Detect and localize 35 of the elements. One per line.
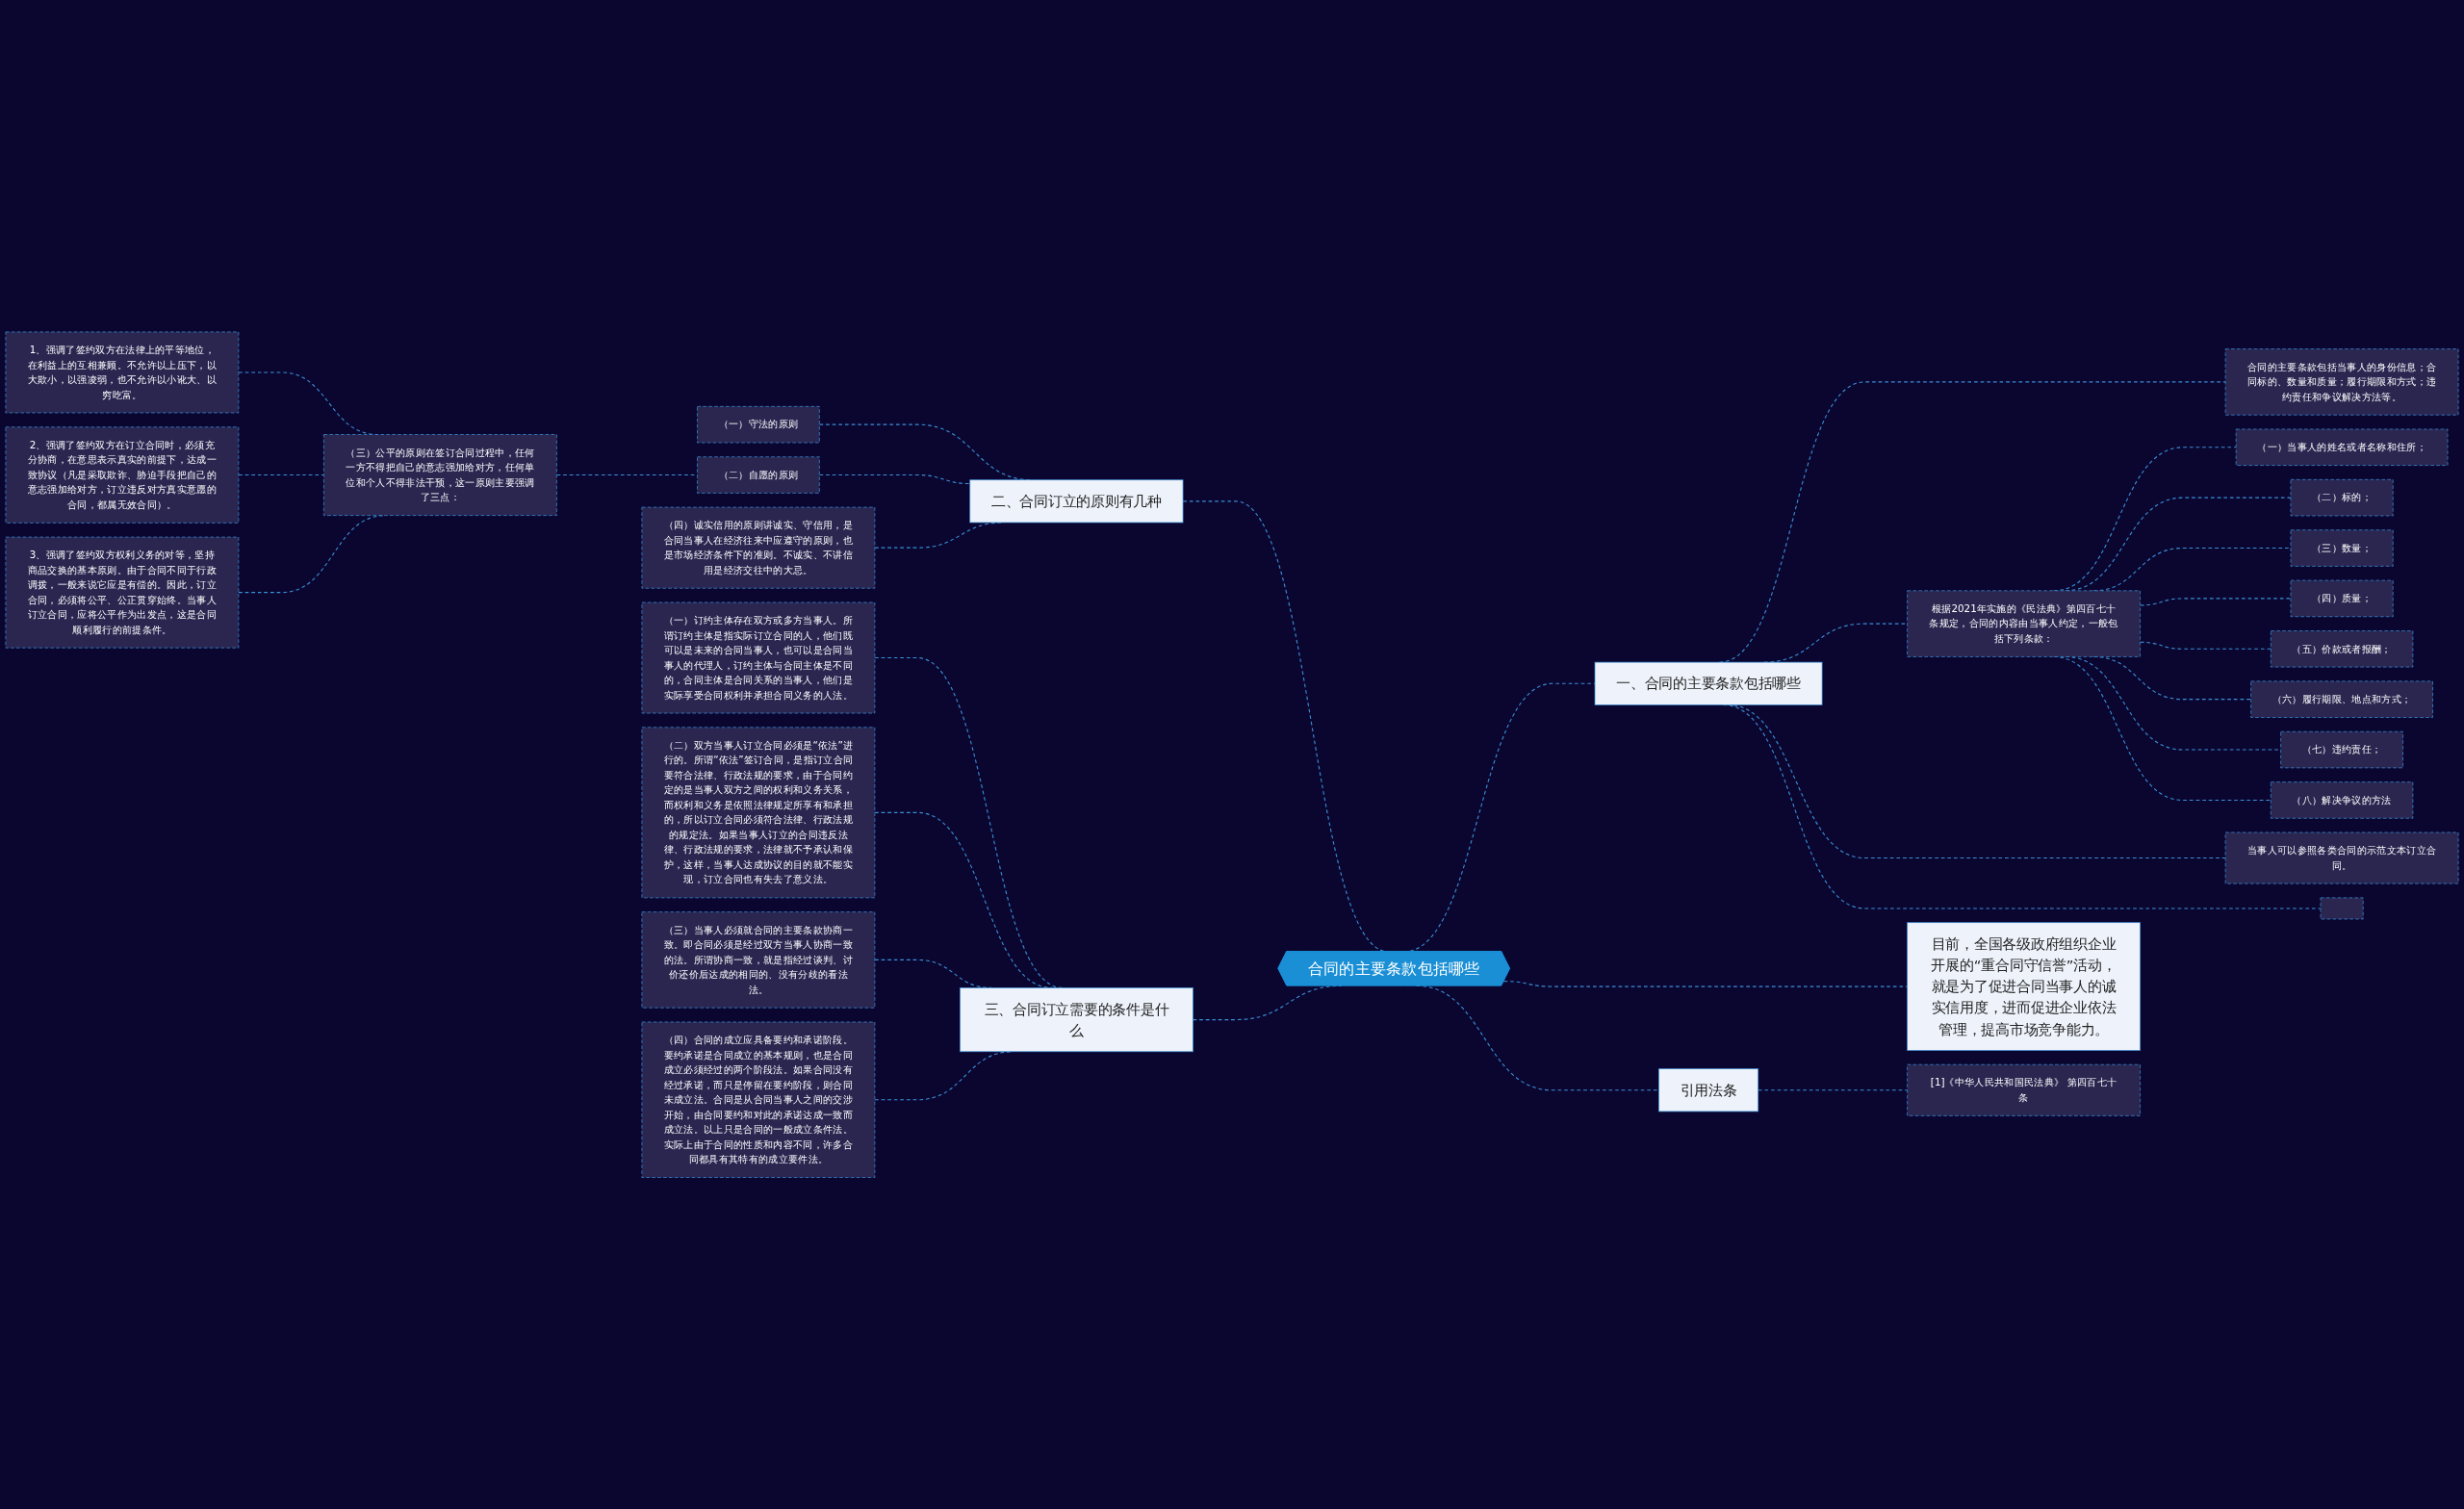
node-box: （三）公平的原则在签订合同过程中，任何一方不得把自己的意志强加给对方，任何单位和个人不得非法干预，这一原则主要强调了三点： [323, 433, 557, 516]
node-box: （一）守法的原则 [697, 405, 820, 444]
node-box: 目前，全国各级政府组织企业开展的“重合同守信誉”活动，就是为了促进合同当事人的诚实信用度，进而促进企业依法管理，提高市场竞争能力。 [1907, 922, 2141, 1051]
node-box: （二）标的； [2290, 478, 2394, 517]
node-box: （三）当事人必须就合同的主要条款协商一致。即合同必须是经过双方当事人协商一致的法。所谓协商一致，就是指经过谈判、讨价还价后达成的相同的、没有分歧的看法法。 [641, 911, 876, 1009]
node-box: （三）数量； [2290, 529, 2394, 567]
connector [555, 473, 698, 475]
node-box: （四）质量； [2290, 579, 2394, 617]
node-box: 一、合同的主要条款包括哪些 [1594, 661, 1823, 705]
node-box: 3、强调了签约双方权利义务的对等，坚持商品交换的基本原则。由于合同不同于行政调拨，一般来说它应是有偿的。因此，订立合同，必须将公平、公正贯穿始终。当事人订立合同，应将公平作为出发点，这是合同顺利履行的前提条件。 [5, 536, 240, 649]
node-box: 2、强调了签约双方在订立合同时，必须充分协商，在意思表示真实的前提下，达成一致协议（凡是采取欺诈、胁迫手段把自己的意志强加给对方，订立违反对方真实意愿的合同，都属无效合同）。 [5, 426, 240, 524]
node-box: （四）合同的成立应具备要约和承诺阶段。要约承诺是合同成立的基本规则，也是合同成立必须经过的两个阶段法。如果合同没有经过承诺，而只是停留在要约阶段，则合同未成立法。合同是从合同当事人之间的交涉开始，由合同要约和对此的承诺达成一致而成立法。以上只是合同的一般成立条件法。实际上由于合同的性质和内容不同，许多合同都具有其特有的成立要件法。 [641, 1021, 876, 1178]
node-box: （五）价款或者报酬； [2270, 629, 2414, 668]
node-box: 三、合同订立需要的条件是什么 [960, 986, 1194, 1052]
node-box: 引用法条 [1658, 1068, 1759, 1113]
node-box: （一）当事人的姓名或者名称和住所； [2235, 428, 2449, 466]
node-box: 当事人可以参照各类合同的示范文本订立合同。 [2224, 831, 2459, 884]
node-box: （二）双方当事人订立合同必须是“依法”进行的。所谓“依法”签订合同，是指订立合同要符合法律、行政法规的要求，由于合同约定的是当事人双方之间的权利和义务关系，而权利和义务是依照法律规定所享有和承担的，所以订立合同必须符合法律、行政法规的规定法。如果当事人订立的合同违反法律、行政法规的要求，法律就不予承认和保护，这样，当事人达成协议的目的就不能实现，订立合同也有失去了意义法。 [641, 727, 876, 898]
node-box [2320, 897, 2364, 920]
node-box: （八）解决争议的方法 [2270, 781, 2414, 819]
connector [818, 473, 971, 484]
connector [2140, 598, 2292, 606]
node-box: （四）诚实信用的原则讲诚实、守信用，是合同当事人在经济往来中应遵守的原则，也是市场经济条件下的准则。不诚实、不讲信用是经济交往中的大忌。 [641, 506, 876, 589]
node-box: 根据2021年实施的《民法典》第四百七十条规定，合同的内容由当事人约定，一般包括下列条款： [1907, 590, 2141, 657]
node-box: （二）自愿的原则 [697, 456, 820, 494]
node-box: （七）违约责任； [2280, 730, 2403, 768]
node-box: 1、强调了签约双方在法律上的平等地位，在利益上的互相兼顾。不允许以上压下，以大欺小，以强凌弱，也不允许以小讹大、以穷吃富。 [5, 331, 240, 414]
node-box: [1]《中华人民共和国民法典》 第四百七十条 [1907, 1063, 2141, 1116]
node-box: 合同的主要条款包括当事人的身份信息；合同标的、数量和质量；履行期限和方式；违约责任和争议解决方法等。 [2224, 348, 2459, 416]
connector [2140, 641, 2272, 650]
node-box: 二、合同订立的原则有几种 [969, 479, 1184, 524]
node-box: （一）订约主体存在双方或多方当事人。所谓订约主体是指实际订立合同的人，他们既可以是未来的合同当事人，也可以是合同当事人的代理人，订约主体与合同主体是不同的，合同主体是合同关系的当事人，他们是实际享受合同权利并承担合同义务的人法。 [641, 601, 876, 714]
connector [1758, 1089, 1909, 1091]
connector [238, 473, 324, 475]
node-box: （六）履行期限、地点和方式； [2250, 680, 2433, 718]
